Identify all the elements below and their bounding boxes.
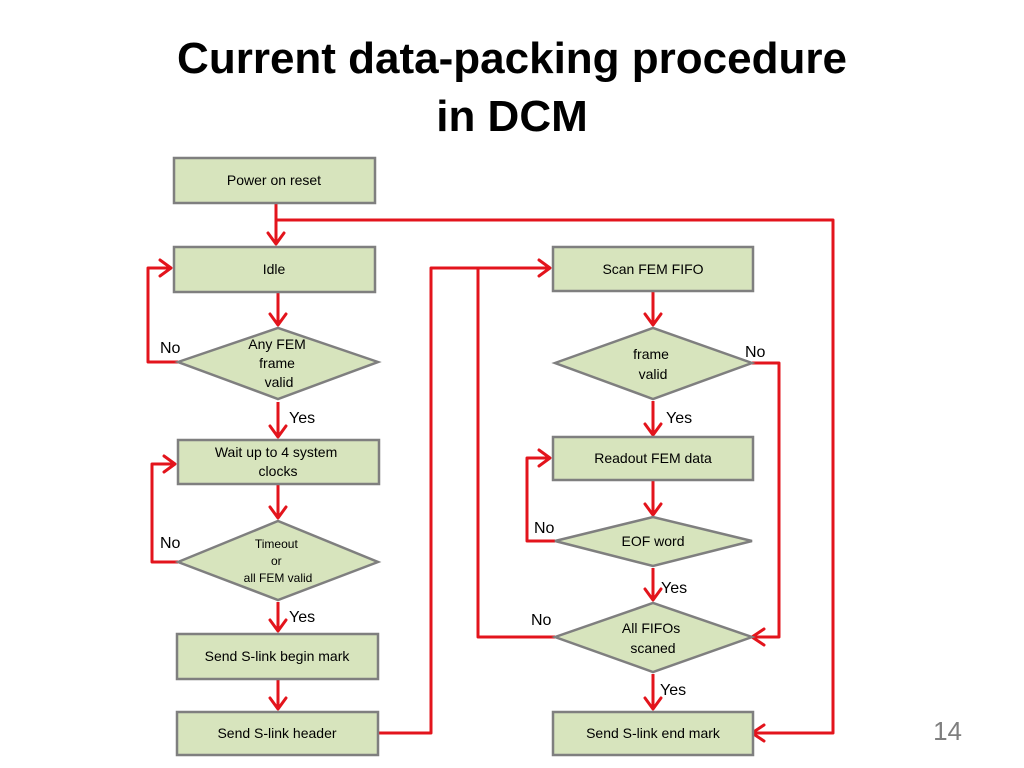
label-yes-all-fifos: Yes — [660, 682, 686, 699]
node-send-header: Send S-link header — [175, 710, 380, 757]
node-readout-fem-data-label: Readout FEM data — [594, 450, 712, 466]
decision-timeout-line-2: or — [271, 554, 282, 568]
node-scan-fem-fifo-label: Scan FEM FIFO — [602, 261, 703, 277]
connector-timeout-no-loop — [150, 462, 178, 564]
node-power-on-reset: Power on reset — [172, 156, 377, 205]
node-readout-fem-data: Readout FEM data — [551, 435, 755, 482]
node-send-begin-mark-label: Send S-link begin mark — [205, 648, 351, 664]
slide-title-line-1: Current data-packing procedure — [177, 34, 847, 83]
decision-timeout-line-3: all FEM valid — [244, 571, 313, 585]
connector-loop-return — [276, 218, 835, 735]
connector-framevalid-no — [752, 361, 781, 639]
decision-any-fem-valid-line-1: Any FEM — [248, 336, 306, 352]
connector-header-to-scan — [378, 266, 550, 735]
svg-text:Timeout or all FEM: Timeout or all FEM valid — [244, 537, 313, 585]
branch-labels: No Yes No Yes No Yes No Yes No Yes — [160, 340, 766, 699]
svg-text:All FIFOs scaned: All FIFOs scaned — [622, 620, 684, 656]
label-no-eof: No — [534, 520, 555, 537]
slide-title: Current data-packing procedure in DCM — [0, 30, 1024, 146]
decision-all-fifos-scanned: All FIFOs scaned — [551, 601, 756, 674]
label-no-all-fifos: No — [531, 612, 552, 629]
decision-eof-word: EOF word — [554, 515, 753, 568]
node-send-end-mark-label: Send S-link end mark — [586, 725, 721, 741]
decision-frame-valid-line-1: frame — [633, 346, 669, 362]
svg-text:Wait up to 4 system cloc: Wait up to 4 system clocks — [215, 444, 341, 479]
decision-timeout: Timeout or all FEM valid — [174, 519, 382, 602]
node-idle-label: Idle — [263, 261, 286, 277]
decision-frame-valid-line-2: valid — [639, 366, 668, 382]
svg-text:Any FEM frame vali: Any FEM frame valid — [248, 336, 309, 390]
node-wait-clocks-line-1: Wait up to 4 system — [215, 444, 337, 460]
decision-any-fem-valid-line-2: frame — [259, 355, 295, 371]
node-scan-fem-fifo: Scan FEM FIFO — [551, 245, 755, 293]
label-no-any-fem: No — [160, 340, 181, 357]
node-wait-clocks: Wait up to 4 system clocks — [176, 438, 381, 486]
connectors — [146, 203, 835, 743]
connector-eof-no-loop — [525, 456, 555, 543]
decision-frame-valid: frame valid — [551, 326, 756, 401]
node-send-header-label: Send S-link header — [217, 725, 336, 741]
label-no-frame-valid: No — [745, 344, 766, 361]
decision-all-fifos-line-2: scaned — [630, 640, 675, 656]
label-no-timeout: No — [160, 535, 181, 552]
label-yes-frame-valid: Yes — [666, 410, 692, 427]
page-number: 14 — [933, 716, 962, 746]
node-wait-clocks-line-2: clocks — [259, 463, 298, 479]
node-power-on-reset-label: Power on reset — [227, 172, 321, 188]
node-idle: Idle — [172, 245, 377, 294]
connector-allfifos-no-loop — [476, 268, 555, 639]
decision-eof-word-label: EOF word — [621, 533, 684, 549]
decision-any-fem-valid-line-3: valid — [265, 374, 294, 390]
slide-title-line-2: in DCM — [436, 92, 588, 141]
node-send-end-mark: Send S-link end mark — [551, 710, 755, 757]
decision-all-fifos-line-1: All FIFOs — [622, 620, 680, 636]
decision-timeout-line-1: Timeout — [255, 537, 299, 551]
label-yes-any-fem: Yes — [289, 410, 315, 427]
label-yes-timeout: Yes — [289, 609, 315, 626]
connector-anyfem-no-loop — [146, 266, 178, 364]
label-yes-eof: Yes — [661, 580, 687, 597]
node-send-begin-mark: Send S-link begin mark — [175, 632, 380, 681]
decision-any-fem-valid: Any FEM frame valid — [174, 326, 382, 401]
svg-text:frame valid: frame valid — [633, 346, 673, 382]
